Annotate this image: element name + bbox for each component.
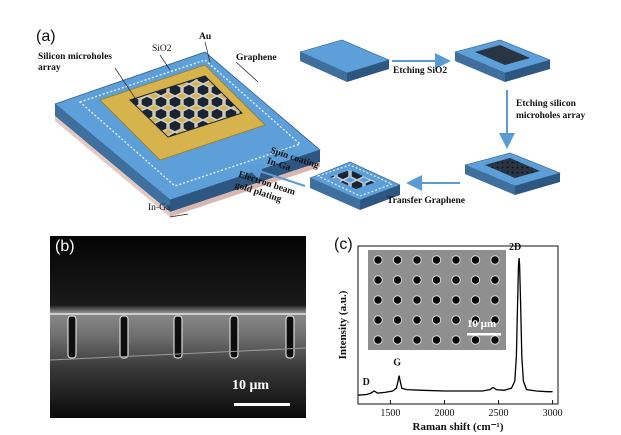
arrow-spin-coating <box>246 164 306 187</box>
inset-hole <box>412 255 422 265</box>
process-step-4 <box>309 161 401 210</box>
plot-frame <box>357 245 559 405</box>
graphene-sheet <box>78 59 302 187</box>
label-au: Au <box>199 32 212 42</box>
device-base-left <box>55 116 170 217</box>
label-in-ga: In-Ga <box>148 203 171 213</box>
scale-bar-b-label: 10 μm <box>232 378 270 393</box>
pointer-in-ga <box>169 213 189 218</box>
inset-hole <box>470 255 481 265</box>
inset-hole <box>470 335 481 345</box>
sem-cross-section-image <box>50 236 306 418</box>
inset-hole <box>412 315 422 325</box>
inset-hole <box>431 255 442 265</box>
label-silicon-microholes: Silicon microholes array <box>38 52 112 73</box>
inset-hole <box>451 335 461 345</box>
inset-hole <box>490 315 500 325</box>
y-axis-label: Intensity (a.u.) <box>337 290 349 359</box>
inset-hole <box>373 275 383 285</box>
inset-hole <box>451 275 461 285</box>
inset-hole <box>470 295 481 305</box>
label-sio2: SiO2 <box>152 44 172 54</box>
panel-a-label: (a) <box>36 28 56 45</box>
process-step-1 <box>299 39 390 82</box>
inset-hole <box>490 335 500 345</box>
inset-scale-bar <box>467 333 501 336</box>
peak-label: 2D <box>509 242 521 253</box>
x-axis-label: Raman shift (cm⁻¹) <box>413 421 504 433</box>
inset-hole <box>470 275 481 285</box>
inset-hole <box>470 315 481 325</box>
microholes-array <box>129 75 243 138</box>
inset-hole <box>412 275 422 285</box>
inset-hole <box>451 295 461 305</box>
inset-scale-bar-label: 10 μm <box>467 318 497 330</box>
label-graphene: Graphene <box>236 53 277 63</box>
device-right-side <box>170 150 320 212</box>
x-tick-label: 2500 <box>489 408 509 419</box>
inset-hole <box>431 295 442 305</box>
label-etching-sio2: Etching SiO2 <box>393 66 448 76</box>
pointer-sio2 <box>159 54 171 71</box>
x-tick-label: 3000 <box>543 408 563 419</box>
inset-hole <box>392 295 403 305</box>
inset-hole <box>412 295 422 305</box>
inset-hole <box>451 315 461 325</box>
inset-hole <box>451 255 461 265</box>
x-tick-label: 2000 <box>434 408 454 419</box>
device-left-side <box>55 104 170 212</box>
inset-hole <box>392 315 403 325</box>
inset-hole <box>490 255 500 265</box>
device-base-right <box>170 162 320 217</box>
inset-hole <box>392 275 403 285</box>
panel-c-label: (c) <box>334 236 353 253</box>
inset-hole <box>373 315 383 325</box>
x-tick-label: 1500 <box>380 408 400 419</box>
process-step-2 <box>454 39 551 82</box>
peak-label: D <box>363 377 370 388</box>
inset-hole <box>373 255 383 265</box>
inset-hole <box>431 275 442 285</box>
raman-spectrum-line <box>357 257 553 396</box>
inset-hole <box>490 295 500 305</box>
panel-b-label: (b) <box>55 238 75 255</box>
label-etching-silicon: Etching silicon microholes array <box>516 99 586 121</box>
scale-bar-b <box>234 403 290 406</box>
pointer-graphene <box>235 61 259 83</box>
inset-hole <box>431 335 442 345</box>
label-transfer-graphene: Transfer Graphene <box>387 196 466 206</box>
device-block <box>54 51 321 217</box>
inset-hole <box>431 315 442 325</box>
pointer-microholes <box>114 67 136 99</box>
inset-hole <box>490 275 500 285</box>
process-step-3 <box>464 152 561 195</box>
inset-hole <box>373 335 383 345</box>
peak-label: G <box>393 358 401 369</box>
inset-hole <box>392 255 403 265</box>
inset-hole <box>392 335 403 345</box>
pointer-au <box>204 41 211 63</box>
inset-hole <box>373 295 383 305</box>
inset-hole <box>412 335 422 345</box>
